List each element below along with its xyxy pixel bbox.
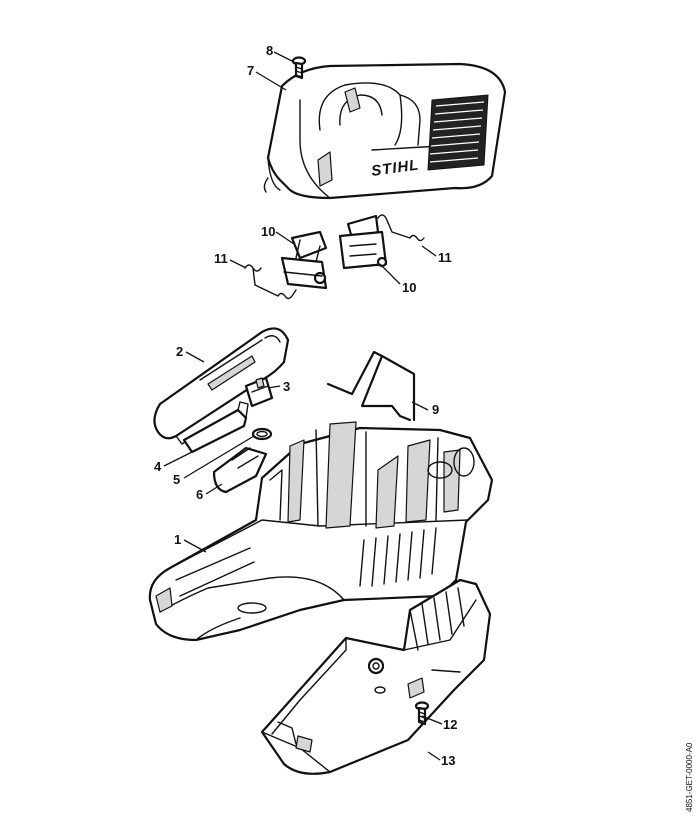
drawing-code: 4851-GET-0000-A0 — [685, 742, 694, 812]
callout-10-left: 10 — [261, 224, 275, 239]
part-12-bottom-cover — [260, 578, 492, 775]
callout-8: 8 — [266, 43, 273, 58]
callout-7: 7 — [247, 63, 254, 78]
callout-2: 2 — [176, 344, 183, 359]
callout-5: 5 — [173, 472, 180, 487]
part-3-lever — [244, 376, 274, 408]
callout-6: 6 — [196, 487, 203, 502]
part-4-bracket — [182, 401, 249, 454]
callout-10-right: 10 — [402, 280, 416, 295]
callout-11-left: 11 — [214, 251, 228, 266]
callout-13: 13 — [441, 753, 455, 768]
callout-12: 12 — [443, 717, 457, 732]
callout-4: 4 — [154, 459, 162, 474]
part-10-latch-right — [338, 214, 388, 270]
part-7-top-shroud: STIHL — [263, 62, 507, 200]
part-8-screw — [291, 56, 307, 80]
stihl-brand-text: STIHL — [370, 156, 420, 180]
part-13-screw — [414, 701, 430, 726]
callout-9: 9 — [432, 402, 439, 417]
callout-11-right: 11 — [438, 250, 452, 265]
part-1-housing — [148, 421, 494, 642]
leader-lines — [163, 51, 443, 761]
part-11-spring-right — [377, 214, 425, 242]
part-9-wire-clip — [326, 350, 416, 422]
callout-3: 3 — [283, 379, 290, 394]
part-6-trigger — [212, 446, 268, 494]
part-2-handle-cover — [153, 327, 290, 445]
part-11-spring-left — [244, 264, 297, 300]
part-5-ring — [251, 427, 273, 441]
callout-1: 1 — [174, 532, 181, 547]
part-10-latch-left — [280, 230, 328, 290]
